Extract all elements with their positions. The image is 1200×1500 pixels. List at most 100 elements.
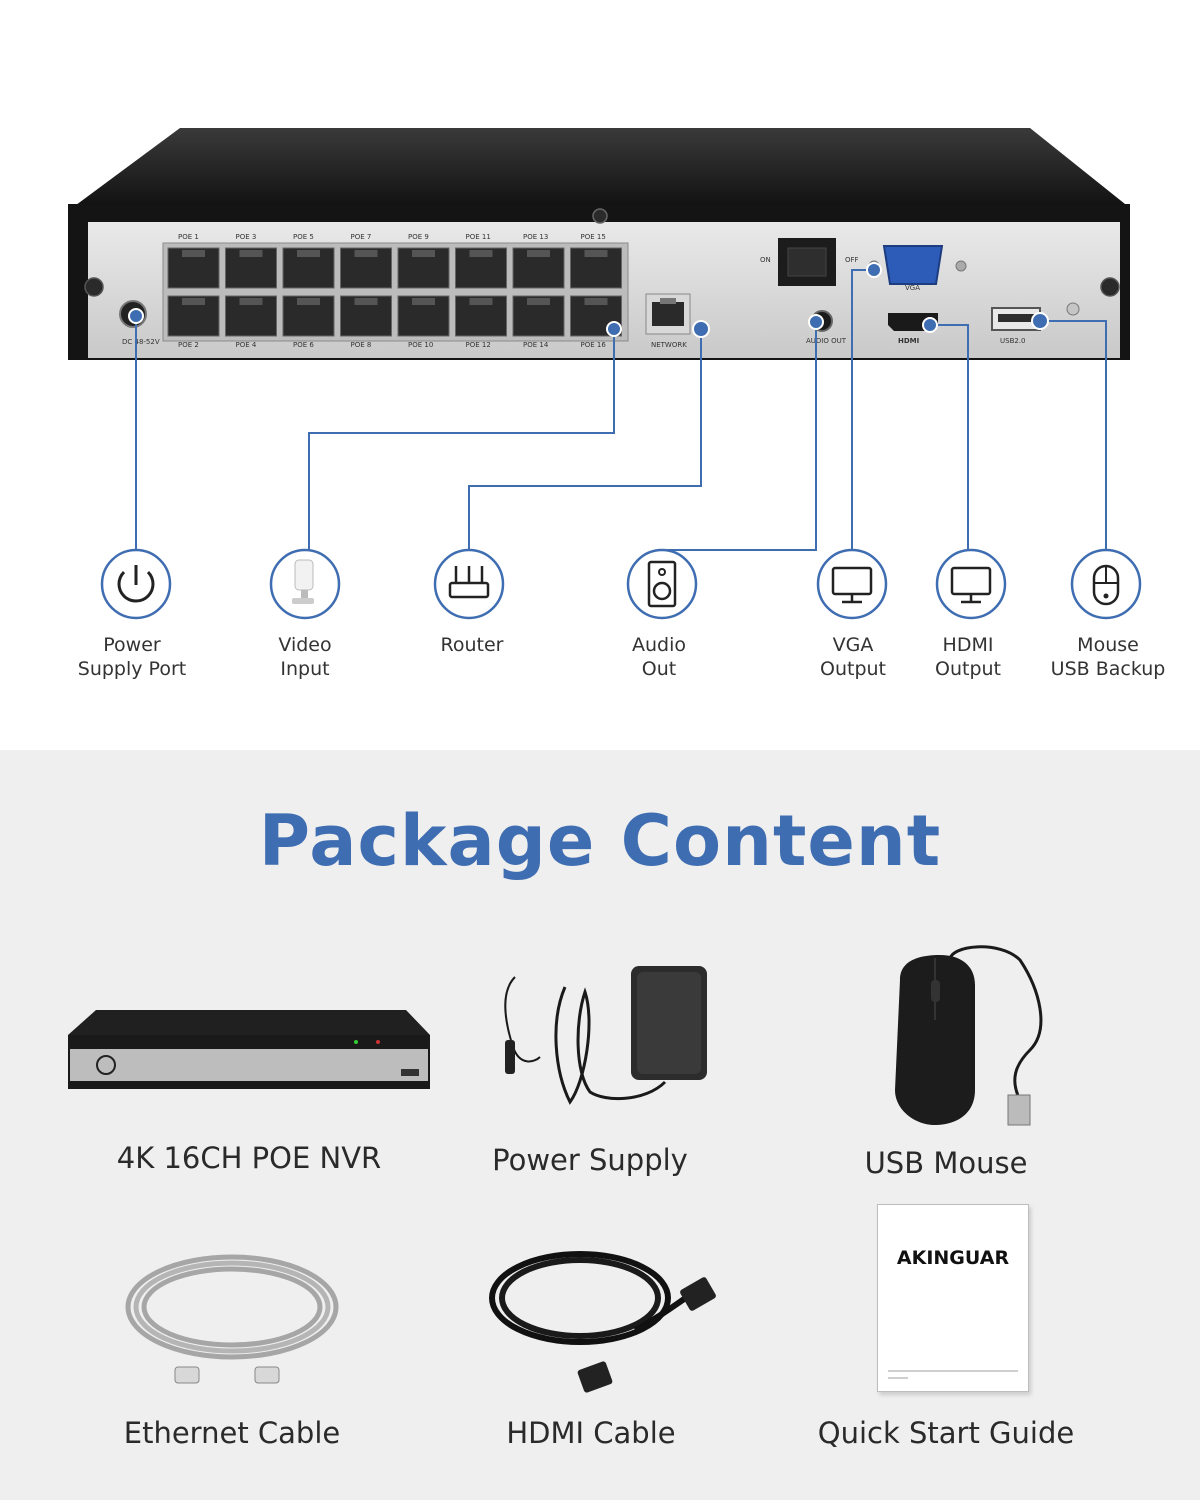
- screw-icon: [592, 208, 608, 224]
- ethernet-cable-item-label: Ethernet Cable: [123, 1416, 341, 1450]
- power-supply-image: [504, 966, 707, 1105]
- label-line2: Output: [820, 658, 886, 680]
- label-line2: USB Backup: [1050, 658, 1166, 680]
- poe-port-key: [182, 298, 205, 305]
- video-input-label: Video Input: [225, 633, 385, 681]
- poe-port-key: [412, 298, 435, 305]
- router-icon: [433, 548, 505, 620]
- poe-port-label: POE 15: [581, 233, 606, 241]
- poe-port-key: [584, 298, 608, 305]
- dc-port-label: DC 48-52V: [122, 338, 160, 346]
- label-line2: Input: [280, 658, 330, 680]
- switch-on-label: ON: [760, 256, 771, 264]
- switch-off-label: OFF: [845, 256, 859, 264]
- vga-output-label: VGA Output: [773, 633, 933, 681]
- guide-brand-text: AKINGUAR: [896, 1247, 1010, 1269]
- label-line1: Audio: [631, 634, 686, 656]
- quick-start-guide-item-label: Quick Start Guide: [817, 1416, 1075, 1450]
- poe-port-label: POE 1: [178, 233, 199, 241]
- audio-out-label: AUDIO OUT: [806, 337, 847, 345]
- poe-port-label: POE 12: [466, 341, 491, 349]
- usb-port-dot: [1031, 312, 1049, 330]
- label-line2: Output: [935, 658, 1001, 680]
- poe-port-label: POE 11: [466, 233, 491, 241]
- poe-port-label: POE 16: [581, 341, 607, 349]
- hdmi-connection-line: [930, 324, 969, 550]
- poe-port-label: POE 8: [351, 341, 372, 349]
- network-port-label: NETWORK: [651, 341, 687, 349]
- poe-port-key: [239, 298, 263, 305]
- poe-port-label: POE 9: [408, 233, 429, 241]
- nvr-rear-panel-diagram: DC 48-52V POE 1 POE 3 POE 5 POE 7 POE 9 POE 1…: [68, 128, 1142, 620]
- poe-port-key: [527, 298, 550, 305]
- power-icon: [100, 548, 172, 620]
- poe-port-key: [469, 250, 493, 257]
- poe-port-key: [584, 250, 608, 257]
- poe-port: [225, 247, 277, 289]
- speaker-icon: [626, 548, 698, 620]
- vga-monitor-icon: [816, 548, 888, 620]
- label-line2: Supply Port: [77, 658, 187, 680]
- power-supply-label: Power Supply Port: [52, 633, 212, 681]
- poe-port-label: POE 7: [351, 233, 372, 241]
- poe-port-key: [239, 250, 263, 257]
- quick-start-guide-image: AKINGUAR: [877, 1204, 1029, 1392]
- usb-mouse-image: [895, 945, 1043, 1126]
- nvr-product-image: [68, 1010, 430, 1089]
- poe-ports-group: [167, 247, 622, 337]
- poe-port: [397, 247, 450, 289]
- mouse-usb-label: Mouse USB Backup: [1028, 633, 1188, 681]
- hdmi-port-dot: [922, 317, 938, 333]
- poe-port-label: POE 14: [523, 341, 549, 349]
- screw-icon: [84, 277, 104, 297]
- power-supply-item-label: Power Supply: [492, 1143, 688, 1177]
- router-label: Router: [392, 633, 552, 657]
- poe-port-key: [412, 250, 435, 257]
- audio-connection-line: [662, 322, 817, 551]
- vga-port-label: VGA: [905, 284, 920, 292]
- router-connection-line: [468, 329, 702, 550]
- label-line1: Mouse: [1077, 634, 1139, 656]
- poe-port-key: [354, 298, 378, 305]
- label-line1: Power: [103, 634, 161, 656]
- poe-port-key: [182, 250, 205, 257]
- usb-port-label: USB2.0: [1000, 337, 1026, 345]
- poe-port-label: POE 3: [236, 233, 257, 241]
- nvr-top-lid: [72, 128, 1130, 208]
- label-line1: VGA: [832, 634, 874, 656]
- hdmi-output-label: HDMI Output: [888, 633, 1048, 681]
- video-connection-line: [308, 329, 615, 550]
- usb-mouse-item-label: USB Mouse: [864, 1146, 1028, 1180]
- network-port-dot: [692, 320, 710, 338]
- audio-port-dot: [808, 314, 824, 330]
- poe-port-key: [527, 250, 550, 257]
- poe-port-key: [297, 298, 320, 305]
- poe-port-label: POE 4: [236, 341, 257, 349]
- audio-out-label: Audio Out: [579, 633, 739, 681]
- ground-screw: [1066, 302, 1080, 316]
- poe-port-key: [297, 250, 320, 257]
- screw-icon: [1100, 277, 1120, 297]
- vga-port: [882, 245, 944, 285]
- power-port-dot: [128, 308, 144, 324]
- vga-port-dot: [866, 262, 882, 278]
- poe-port-label: POE 5: [293, 233, 314, 241]
- label-line2: Out: [641, 658, 677, 680]
- package-content-title: Package Content: [258, 800, 942, 882]
- poe-port-label: POE 10: [408, 341, 433, 349]
- camera-icon: [269, 548, 341, 620]
- ethernet-cable-image: [125, 1254, 339, 1384]
- label-line1: Router: [440, 634, 504, 656]
- connection-diagram-section: [0, 0, 1200, 750]
- guide-footer-line: [888, 1370, 1018, 1372]
- label-line1: Video: [278, 634, 332, 656]
- hdmi-cable-item-label: HDMI Cable: [506, 1416, 676, 1450]
- nvr-item-label: 4K 16CH POE NVR: [116, 1141, 382, 1175]
- hdmi-monitor-icon: [935, 548, 1007, 620]
- label-line1: HDMI: [942, 634, 994, 656]
- mouse-icon: [1070, 548, 1142, 620]
- hdmi-cable-image: [489, 1251, 716, 1393]
- poe-port-label: POE 6: [293, 341, 314, 349]
- poe-port-label: POE 13: [523, 233, 548, 241]
